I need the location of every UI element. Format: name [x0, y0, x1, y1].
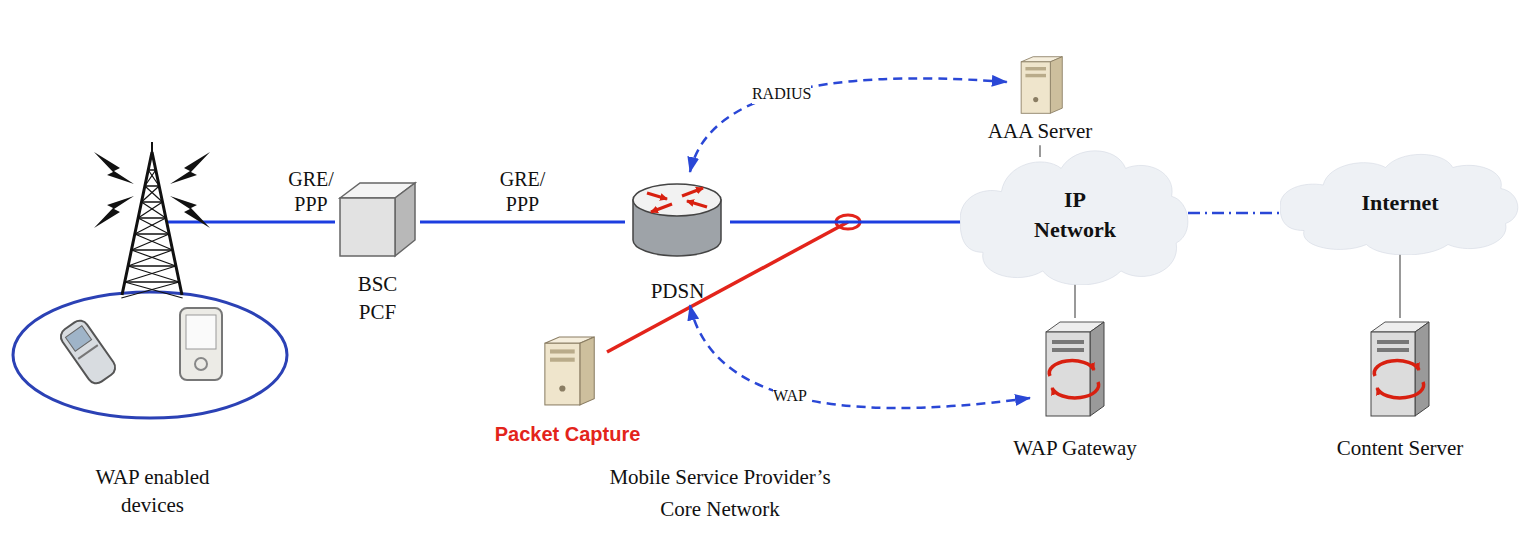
link-line [690, 305, 1030, 408]
link-line [420, 221, 625, 224]
capture-server: Packet Capture [480, 335, 655, 448]
server-icon [1010, 55, 1070, 115]
bsc-box-icon [335, 178, 420, 258]
gateway-node: WAP Gateway [1000, 318, 1150, 462]
router-node: PDSN [625, 172, 730, 305]
node-label: Internet [1362, 188, 1439, 218]
node-label: Content Server [1337, 434, 1464, 462]
server-icon [530, 335, 605, 407]
router-icon [625, 172, 730, 267]
link-line [1399, 253, 1400, 318]
node-label: IP Network [1025, 185, 1125, 244]
edge-label: GRE/ PPP [498, 167, 548, 217]
node-label: Packet Capture [495, 421, 641, 448]
node-label: WAP enabled devices [83, 463, 223, 520]
node-label: PDSN [651, 277, 705, 305]
link-line [1039, 145, 1040, 157]
edge-label: WAP [773, 386, 807, 406]
server-node: AAA Server [983, 55, 1097, 145]
edge-label: RADIUS [752, 84, 812, 104]
node-label: WAP Gateway [1013, 434, 1136, 462]
cloud-shape [960, 145, 1190, 285]
bsc-box: BSC PCF [335, 178, 420, 327]
link-line [1074, 283, 1075, 318]
link-line [295, 221, 335, 224]
device-group: WAP enabled devices [10, 140, 295, 520]
gateway-server-icon [1040, 318, 1110, 418]
server-node: Content Server [1290, 318, 1510, 462]
cell-tower-devices [10, 140, 295, 425]
edge-label: GRE/ PPP [286, 167, 336, 217]
gateway-server-icon [1365, 318, 1435, 418]
link-line [730, 221, 963, 224]
link-line [690, 78, 1007, 172]
link-line [1188, 212, 1282, 215]
node-label: AAA Server [988, 117, 1092, 145]
node-label: BSC PCF [348, 270, 408, 327]
network-cloud: IP Network [960, 145, 1190, 285]
network-cloud: Internet [1280, 150, 1520, 255]
caption-note: Mobile Service Provider’s Core Network [560, 462, 880, 525]
